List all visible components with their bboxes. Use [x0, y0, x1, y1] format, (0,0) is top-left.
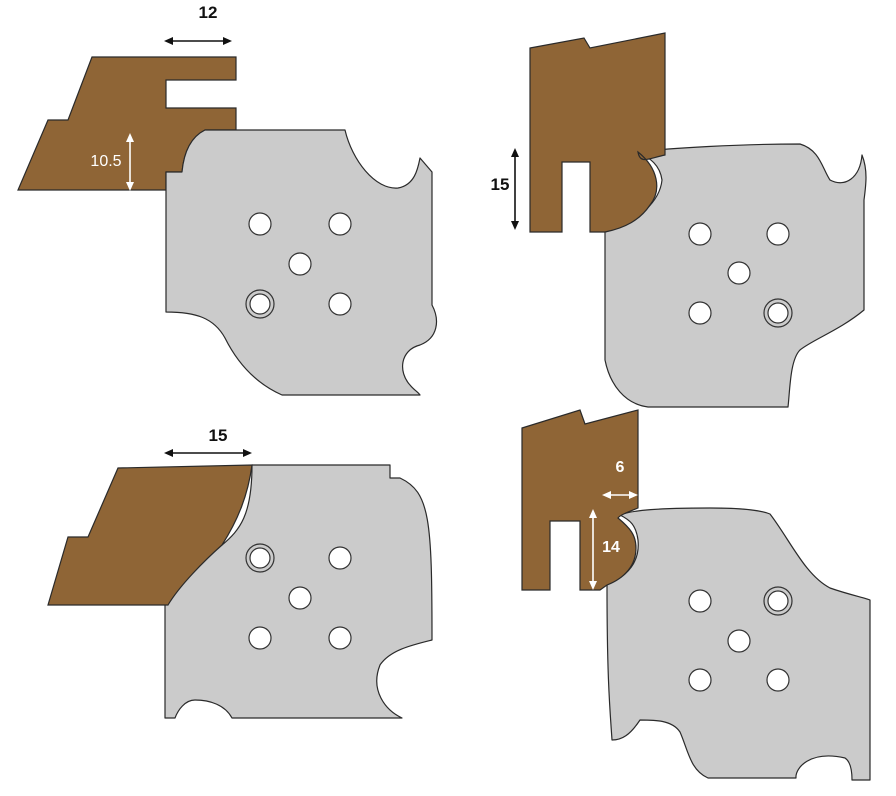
width-dimension-label: 15 [209, 426, 228, 445]
wood-workpiece-top-right [529, 32, 666, 233]
knife-holes-top-left [245, 212, 352, 319]
knife-holes-bottom-left [245, 543, 352, 650]
mounting-hole [766, 668, 790, 692]
pin-hole-ring [763, 586, 793, 616]
mounting-hole [688, 301, 712, 325]
mounting-hole [766, 222, 790, 246]
width-dimension-label: 12 [199, 3, 218, 22]
height-dimension-label: 14 [602, 539, 620, 556]
mounting-hole [248, 626, 272, 650]
pin-hole [767, 302, 789, 324]
mounting-hole [727, 629, 751, 653]
mounting-hole [688, 222, 712, 246]
mounting-hole [688, 668, 712, 692]
knife-holes-bottom-right [688, 586, 793, 692]
height-dimension-label: 15 [491, 175, 510, 194]
mounting-hole [328, 546, 352, 570]
panel-top-left: 12 10.5 [17, 3, 438, 396]
mounting-hole [328, 292, 352, 316]
pin-hole-ring [763, 298, 793, 328]
knife-holes-top-right [688, 222, 793, 328]
mounting-hole [288, 586, 312, 610]
panel-top-right: 15 [491, 32, 867, 408]
mounting-hole [328, 626, 352, 650]
mounting-hole [328, 212, 352, 236]
panel-bottom-right: 6 14 [521, 409, 871, 781]
mounting-hole [727, 261, 751, 285]
height-dimension-label: 10.5 [90, 153, 121, 170]
depth-dimension-label: 6 [616, 459, 625, 476]
pin-hole-ring [245, 289, 275, 319]
mounting-hole [288, 252, 312, 276]
wood-workpiece-bottom-left [47, 464, 253, 606]
pin-hole [767, 590, 789, 612]
panel-bottom-left: 15 [47, 426, 433, 719]
wood-workpiece-bottom-right [521, 409, 639, 591]
mounting-hole [688, 589, 712, 613]
pin-hole-ring [245, 543, 275, 573]
mounting-hole [248, 212, 272, 236]
pin-hole [249, 547, 271, 569]
pin-hole [249, 293, 271, 315]
